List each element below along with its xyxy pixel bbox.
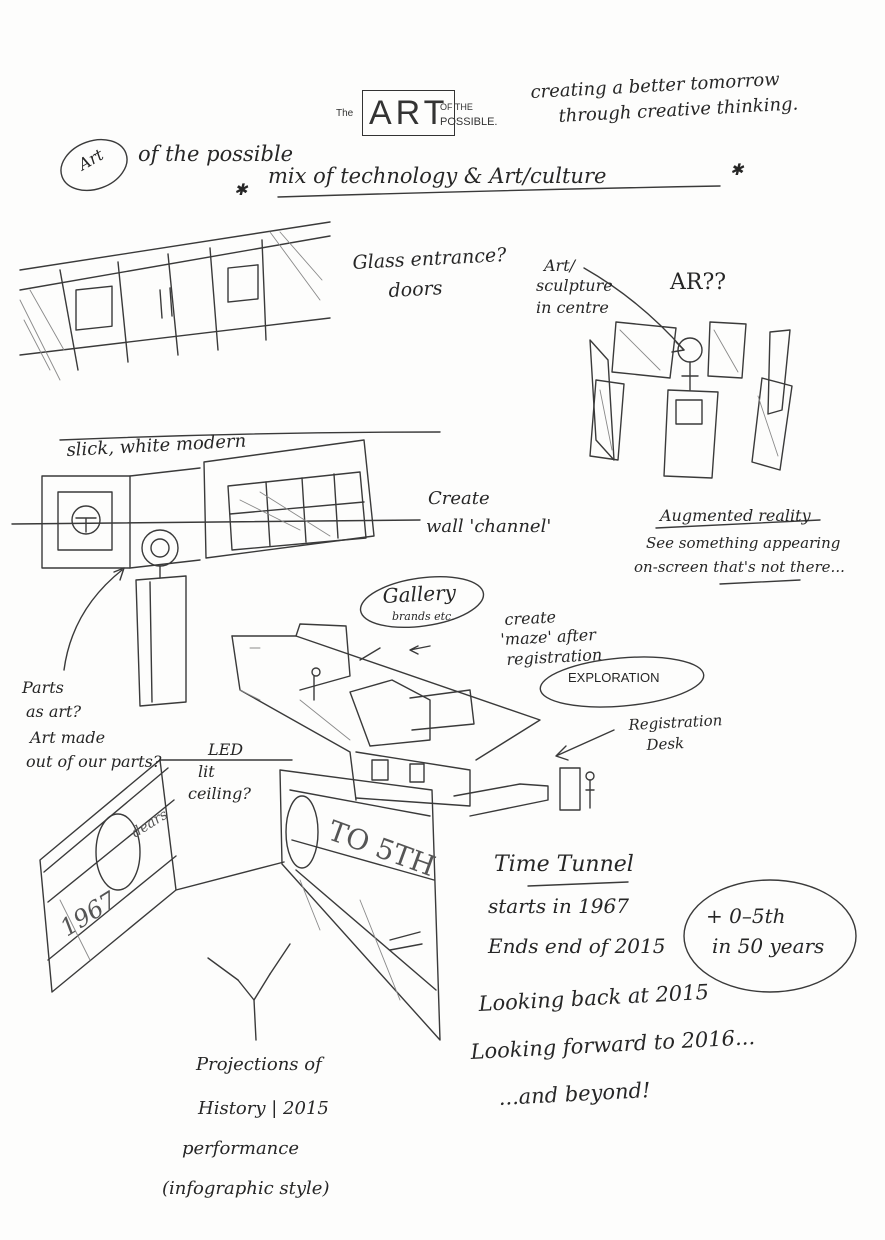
parts-line-2: as art? xyxy=(26,702,82,721)
asterisk-left: ✱ xyxy=(234,180,248,199)
plinth-sketch xyxy=(63,529,187,707)
create-wall-line-1: Create xyxy=(428,488,490,509)
logo-art: ART xyxy=(362,90,456,136)
mix-line: mix of technology & Art/culture xyxy=(268,164,607,188)
parts-line-3: Art made xyxy=(30,728,106,747)
art-sculpture-line-3: in centre xyxy=(536,298,609,317)
led-line-3: ceiling? xyxy=(188,784,251,803)
gallery-label: Gallery xyxy=(382,580,457,608)
wall-channel-sketch xyxy=(11,431,441,569)
led-line-1: LED xyxy=(208,740,244,759)
art-sculpture-line-2: sculpture xyxy=(536,276,613,295)
ar-label: AR?? xyxy=(670,270,727,295)
logo-of-the: OF THE xyxy=(440,102,473,112)
registration-line-2: Desk xyxy=(646,734,685,754)
starts-label: starts in 1967 xyxy=(488,894,629,918)
time-tunnel-sketch xyxy=(39,759,441,1041)
art-sculpture-line-1: Art/ xyxy=(544,256,576,275)
time-tunnel-underline xyxy=(527,881,629,887)
projections-line-4: (infographic style) xyxy=(162,1178,330,1199)
gallery-sub-label: brands etc. xyxy=(392,610,455,623)
plus-line-1: + 0–5th xyxy=(706,904,786,928)
asterisk-right: ✱ xyxy=(730,160,744,179)
exploration-label: EXPLORATION xyxy=(568,670,660,685)
augmented-reality: Augmented reality xyxy=(660,506,811,525)
logo-the: The xyxy=(336,108,354,119)
projections-line-2: History | 2015 xyxy=(198,1098,329,1119)
led-line-2: lit xyxy=(198,762,215,781)
gallery-sketch xyxy=(231,576,595,817)
art-of-possible-label: of the possible xyxy=(138,142,294,166)
logo-possible: POSSIBLE. xyxy=(440,116,498,128)
art-of-possible-logo: The ART OF THE POSSIBLE. xyxy=(336,88,516,148)
glass-entrance-sketch xyxy=(19,221,331,381)
create-wall-line-2: wall 'channel' xyxy=(426,516,552,537)
glass-entrance-line-2: doors xyxy=(388,277,443,302)
mix-underline xyxy=(277,185,721,198)
see-something-line-2: on-screen that's not there... xyxy=(634,558,845,576)
ends-label: Ends end of 2015 xyxy=(488,934,666,958)
art-circle xyxy=(60,138,128,192)
registration-arrow xyxy=(555,729,615,761)
parts-line-1: Parts xyxy=(22,678,64,697)
exploration-ellipse xyxy=(539,656,705,708)
projections-line-3: performance xyxy=(182,1138,300,1159)
maze-line-1: create xyxy=(504,607,557,629)
plus-ellipse xyxy=(683,879,857,993)
see-something-line-1: See something appearing xyxy=(646,534,841,552)
time-tunnel-label: Time Tunnel xyxy=(494,852,634,877)
projections-line-1: Projections of xyxy=(196,1054,322,1075)
plus-line-2: in 50 years xyxy=(712,934,825,958)
ar-sculpture-sketch xyxy=(583,267,793,479)
parts-line-4: out of our parts? xyxy=(26,752,162,771)
